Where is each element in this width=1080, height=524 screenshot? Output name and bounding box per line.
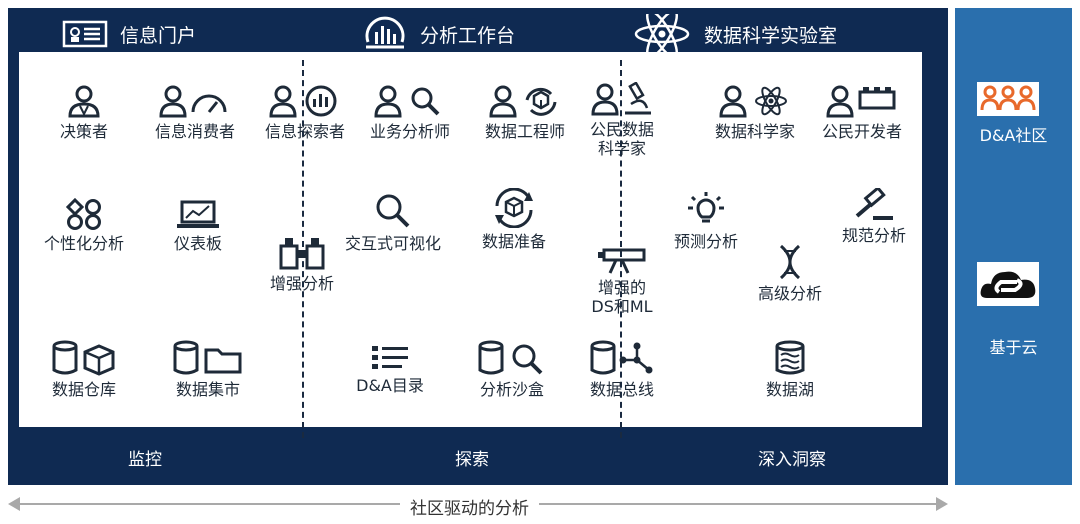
- cap-catalog: D&A目录: [348, 344, 432, 395]
- laptop-chart-icon: [177, 200, 219, 228]
- list-icon: [372, 346, 408, 369]
- cap-sandbox: 分析沙盒: [470, 340, 554, 399]
- role-decision-maker: 决策者: [44, 84, 124, 141]
- circular-chart-icon: [365, 16, 405, 49]
- lightbulb-icon: [688, 192, 724, 223]
- header-workbench: 分析工作台: [362, 12, 515, 56]
- cap-label: 数据集市: [175, 380, 240, 399]
- community-group-icon: [977, 82, 1039, 116]
- cap-label: 高级分析: [757, 284, 822, 303]
- role-label: 公民开发者: [821, 122, 902, 141]
- cap-label: 增强的 DS和ML: [591, 278, 653, 316]
- atom-icon: [634, 14, 690, 54]
- cap-data-mart: 数据集市: [164, 340, 252, 399]
- person-decision-icon: [68, 85, 100, 118]
- cap-predictive: 预测分析: [664, 190, 748, 251]
- role-label: 信息消费者: [154, 122, 235, 141]
- role-data-engineer: 数据工程师: [475, 84, 575, 141]
- database-waves-icon: [775, 340, 805, 375]
- header-workbench-label: 分析工作台: [420, 24, 516, 47]
- role-data-scientist: 数据科学家: [705, 84, 805, 141]
- arrow-right-icon: [936, 497, 948, 511]
- divider-left: [302, 60, 304, 438]
- role-info-consumer: 信息消费者: [140, 84, 250, 141]
- database-folder-icon: [173, 340, 242, 375]
- cap-personalized: 个性化分析: [36, 198, 132, 253]
- database-search-icon: [478, 340, 543, 375]
- role-label: 信息探索者: [264, 122, 345, 141]
- header-lab: 数据科学实验室: [632, 12, 837, 56]
- cloud-side-panel: D&A社区 基于云: [955, 8, 1072, 485]
- cap-label: 分析沙盒: [479, 380, 544, 399]
- footer-explore: 探索: [455, 450, 489, 470]
- role-citizen-developer: 公民开发者: [812, 84, 912, 141]
- role-label: 数据工程师: [484, 122, 565, 141]
- cap-interactive-viz: 交互式可视化: [338, 192, 448, 253]
- footer-monitor: 监控: [128, 450, 162, 470]
- person-cube-icon: [489, 85, 557, 118]
- role-info-explorer: 信息探索者: [255, 84, 355, 141]
- bottom-caption: 社区驱动的分析: [400, 494, 539, 519]
- header-portal: 信息门户: [62, 12, 196, 56]
- cap-augmented-ds-ml: 增强的 DS和ML: [582, 244, 662, 316]
- person-chart-icon: [269, 85, 337, 118]
- person-microscope-icon: [591, 82, 651, 116]
- footer-insight: 深入洞察: [758, 450, 826, 470]
- header-lab-label: 数据科学实验室: [704, 24, 838, 47]
- magnifier-icon: [376, 194, 410, 228]
- cap-label: 预测分析: [673, 232, 738, 251]
- database-network-icon: [590, 340, 653, 375]
- cap-label: 交互式可视化: [344, 234, 441, 253]
- role-label: 公民数据 科学家: [589, 120, 654, 158]
- cap-data-bus: 数据总线: [580, 340, 664, 399]
- cap-dashboard: 仪表板: [160, 198, 236, 253]
- cap-label: 个性化分析: [43, 234, 124, 253]
- header-portal-label: 信息门户: [120, 24, 197, 47]
- cap-advanced: 高级分析: [748, 244, 832, 303]
- person-gauge-icon: [159, 85, 227, 118]
- dna-icon: [779, 244, 801, 280]
- cube-cycle-icon: [495, 188, 533, 228]
- person-magnifier-icon: [374, 85, 440, 118]
- person-atom-icon: [719, 85, 787, 118]
- cap-data-lake: 数据湖: [748, 340, 832, 399]
- telescope-icon: [598, 248, 646, 274]
- id-card-icon: [62, 20, 108, 48]
- cap-label: 数据准备: [481, 232, 546, 251]
- cap-label: 仪表板: [173, 234, 222, 253]
- role-label: 数据科学家: [714, 122, 795, 141]
- cap-augmented: 增强分析: [262, 236, 342, 293]
- cap-label: 增强分析: [269, 274, 334, 293]
- role-label: 业务分析师: [369, 122, 450, 141]
- gavel-icon: [855, 188, 893, 220]
- cloud-logo-icon: [977, 262, 1039, 306]
- cap-label: D&A目录: [356, 376, 424, 395]
- person-blocks-icon: [826, 85, 896, 118]
- database-box-icon: [52, 340, 115, 376]
- cap-label: 数据湖: [765, 380, 814, 399]
- cap-prescriptive: 规范分析: [832, 188, 916, 245]
- cap-data-warehouse: 数据仓库: [40, 340, 128, 399]
- side-community-label: D&A社区: [979, 126, 1048, 145]
- role-citizen-data-scientist: 公民数据 科学家: [582, 82, 662, 158]
- cap-data-prep: 数据准备: [472, 188, 556, 251]
- role-label: 决策者: [59, 122, 108, 141]
- cap-label: 数据总线: [589, 380, 654, 399]
- side-cloud-label: 基于云: [989, 338, 1038, 357]
- binoculars-icon: [279, 238, 325, 270]
- cap-label: 规范分析: [841, 226, 906, 245]
- role-business-analyst: 业务分析师: [360, 84, 460, 141]
- arrow-left-icon: [8, 497, 20, 511]
- cap-label: 数据仓库: [51, 380, 116, 399]
- grid-shapes-icon: [66, 198, 101, 230]
